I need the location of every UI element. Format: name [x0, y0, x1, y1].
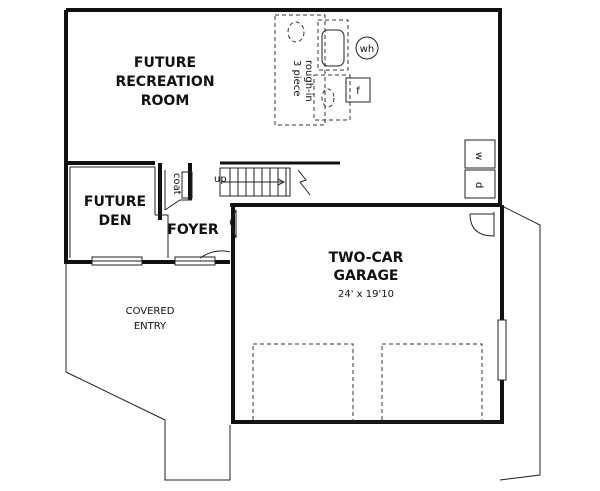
furnace-label: f [356, 86, 360, 97]
coat-closet [181, 171, 193, 199]
covered-entry-label-1: COVERED [126, 306, 175, 317]
garage-doors [252, 343, 500, 423]
mechanical [345, 36, 379, 103]
exterior-walls [64, 8, 504, 424]
rough-in-label-1: 3 piece [291, 60, 302, 96]
den-window [91, 256, 216, 266]
labels: FUTURE RECREATION ROOM FUTURE DEN FOYER … [84, 44, 484, 332]
laundry-area [464, 139, 496, 199]
covered-entry-label-2: ENTRY [134, 321, 167, 332]
den-label-1: FUTURE [84, 194, 146, 210]
water-heater-label: wh [360, 44, 375, 55]
garage-dimensions: 24' x 19'10 [338, 289, 394, 300]
den-walls [69, 163, 192, 258]
garage-label-1: TWO-CAR [329, 250, 404, 266]
foyer-label: FOYER [167, 222, 219, 238]
recreation-room-label-2: RECREATION [115, 74, 214, 90]
garage-window [497, 319, 507, 381]
garage-side-door [469, 212, 495, 237]
bathroom-rough-in [274, 14, 351, 126]
rough-in-label-2: rough-in [303, 60, 314, 102]
coat-closet-label: coat [171, 173, 182, 195]
foyer-door [199, 209, 237, 259]
recreation-room-label-3: ROOM [141, 93, 190, 109]
recreation-room-label-1: FUTURE [134, 55, 196, 71]
washer-label: w [473, 152, 484, 160]
dryer-label: d [473, 182, 484, 188]
den-label-2: DEN [99, 213, 132, 229]
garage-label-2: GARAGE [334, 268, 399, 284]
stairs-up-label: up [214, 174, 227, 185]
covered-entry-outline [65, 204, 541, 481]
staircase [219, 167, 311, 197]
